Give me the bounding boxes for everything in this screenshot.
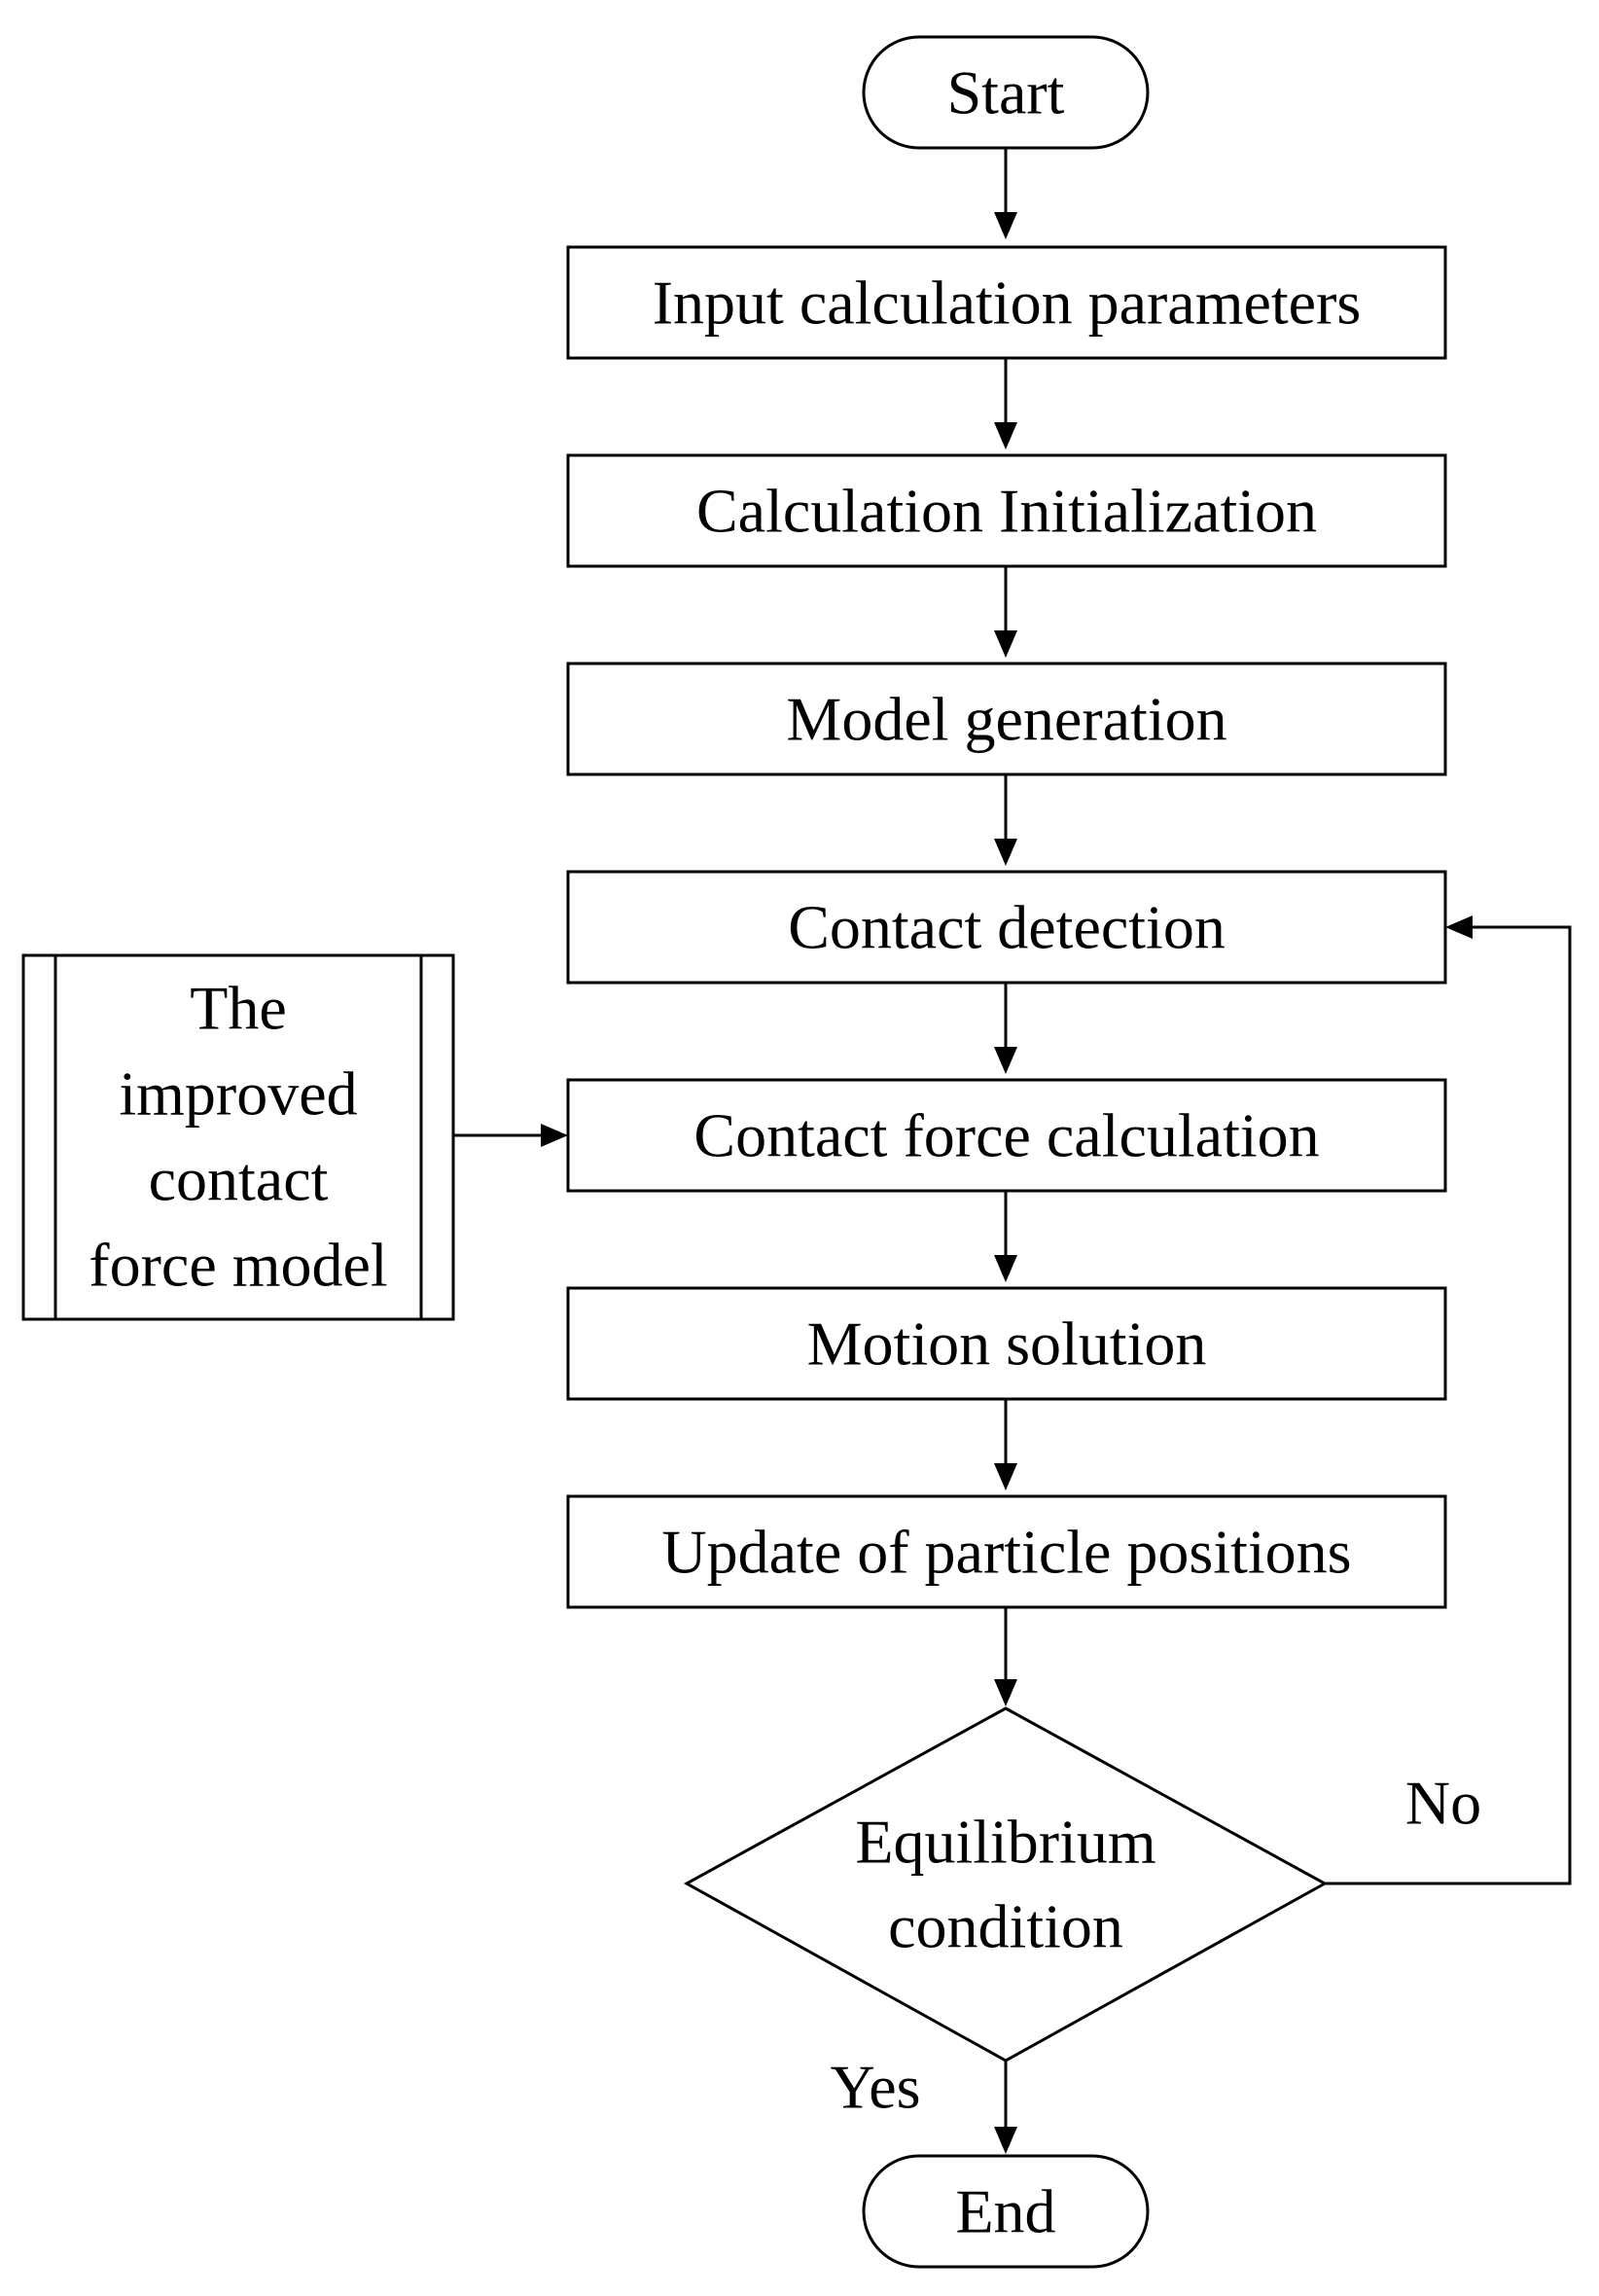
update-positions-label: Update of particle positions — [661, 1518, 1351, 1587]
decision-label-line1: Equilibrium — [855, 1808, 1155, 1877]
arrow-yes-to-end — [994, 2061, 1017, 2154]
process-initialization: Calculation Initialization — [566, 453, 1447, 568]
process-motion-solution: Motion solution — [566, 1286, 1447, 1401]
subprocess-label-line4: force model — [89, 1231, 387, 1300]
process-input-parameters: Input calculation parameters — [566, 245, 1447, 360]
subprocess-label-line2: improved — [119, 1059, 357, 1129]
subprocess-label-line1: The — [190, 974, 287, 1043]
subprocess-contact-force-model: The improved contact force model — [21, 953, 455, 1321]
arrow-model-to-detection — [994, 774, 1017, 866]
arrow-no-loop — [1325, 915, 1572, 1885]
initialization-label: Calculation Initialization — [696, 477, 1317, 546]
subprocess-label-line3: contact — [149, 1145, 329, 1214]
no-label: No — [1405, 1769, 1481, 1838]
contact-detection-label: Contact detection — [788, 893, 1226, 962]
arrow-subprocess-to-force — [453, 1124, 568, 1147]
decision-label-line2: condition — [888, 1892, 1123, 1961]
arrow-update-to-decision — [994, 1607, 1017, 1706]
arrow-start-to-input — [994, 148, 1017, 239]
arrow-init-to-model — [994, 566, 1017, 658]
process-update-positions: Update of particle positions — [566, 1494, 1447, 1609]
decision-equilibrium: Equilibrium condition — [683, 1706, 1329, 2063]
model-generation-label: Model generation — [786, 685, 1226, 754]
end-label: End — [955, 2177, 1055, 2246]
end-node: End — [862, 2154, 1150, 2269]
start-label: Start — [947, 58, 1065, 127]
yes-label: Yes — [830, 2053, 920, 2122]
arrow-input-to-init — [994, 358, 1017, 449]
arrow-force-to-motion — [994, 1191, 1017, 1282]
input-parameters-label: Input calculation parameters — [653, 269, 1362, 338]
contact-force-label: Contact force calculation — [693, 1101, 1319, 1170]
arrow-detection-to-force — [994, 983, 1017, 1074]
motion-solution-label: Motion solution — [807, 1309, 1207, 1379]
arrow-motion-to-update — [994, 1399, 1017, 1490]
start-node: Start — [862, 35, 1150, 150]
process-model-generation: Model generation — [566, 662, 1447, 776]
process-contact-detection: Contact detection — [566, 870, 1447, 985]
process-contact-force: Contact force calculation — [566, 1078, 1447, 1193]
